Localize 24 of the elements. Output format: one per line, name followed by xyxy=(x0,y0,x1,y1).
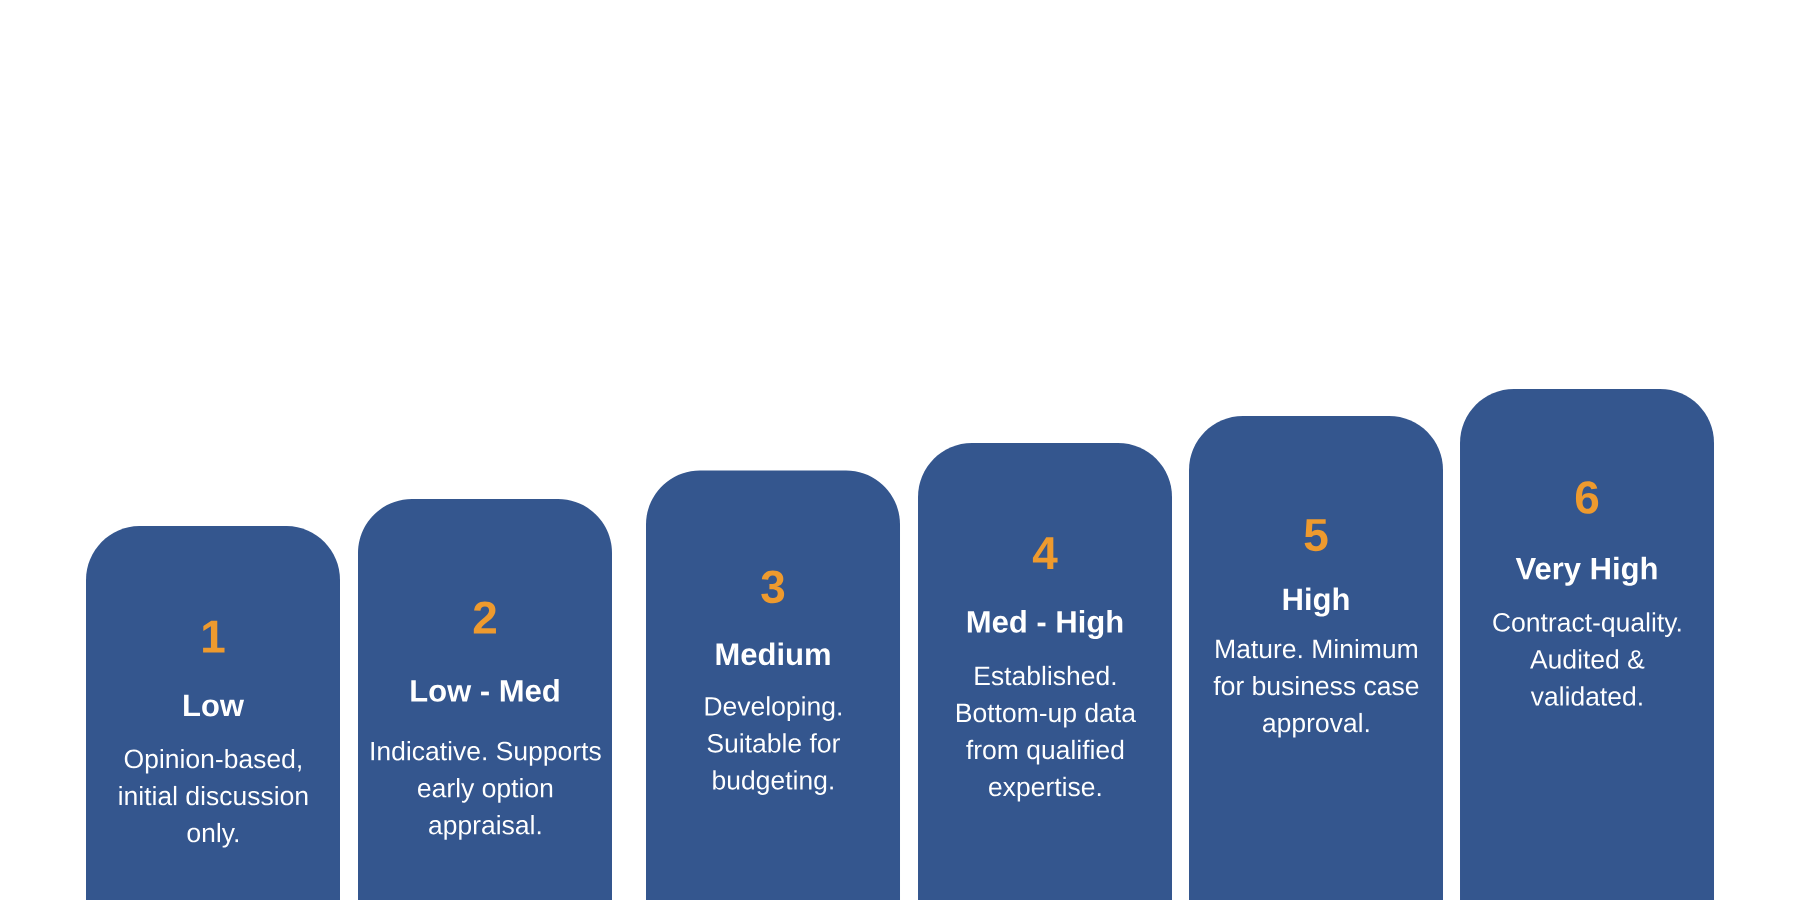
level-description: Contract-quality. Audited & validated. xyxy=(1493,612,1681,706)
level-description: Established. Bottom-up data from qualified expertise. xyxy=(957,665,1136,802)
level-description: Developing. Suitable for budgeting. xyxy=(705,696,841,795)
level-title: Very High xyxy=(1515,556,1657,586)
level-number: 4 xyxy=(1032,537,1058,569)
level-number: 1 xyxy=(203,620,225,653)
level-title: Med - High xyxy=(967,610,1123,640)
level-title: High xyxy=(1283,587,1349,617)
level-card xyxy=(1460,389,1714,900)
level-description: Mature. Minimum for business case approval. xyxy=(1213,638,1419,738)
level-number: 2 xyxy=(473,601,496,634)
level-title: Low - Med xyxy=(411,679,559,702)
level-description: Opinion-based, initial discussion only. xyxy=(119,748,308,848)
level-title: Medium xyxy=(716,642,830,666)
level-number: 6 xyxy=(1575,481,1599,514)
level-card xyxy=(358,499,612,900)
level-card xyxy=(86,526,340,900)
level-card xyxy=(646,470,900,900)
level-number: 5 xyxy=(1304,519,1328,552)
level-title: Low xyxy=(184,694,245,717)
level-description: Indicative. Supports early option appraisal. xyxy=(371,741,601,840)
level-number: 3 xyxy=(761,570,785,604)
level-card xyxy=(1189,416,1443,900)
level-card xyxy=(918,443,1172,900)
